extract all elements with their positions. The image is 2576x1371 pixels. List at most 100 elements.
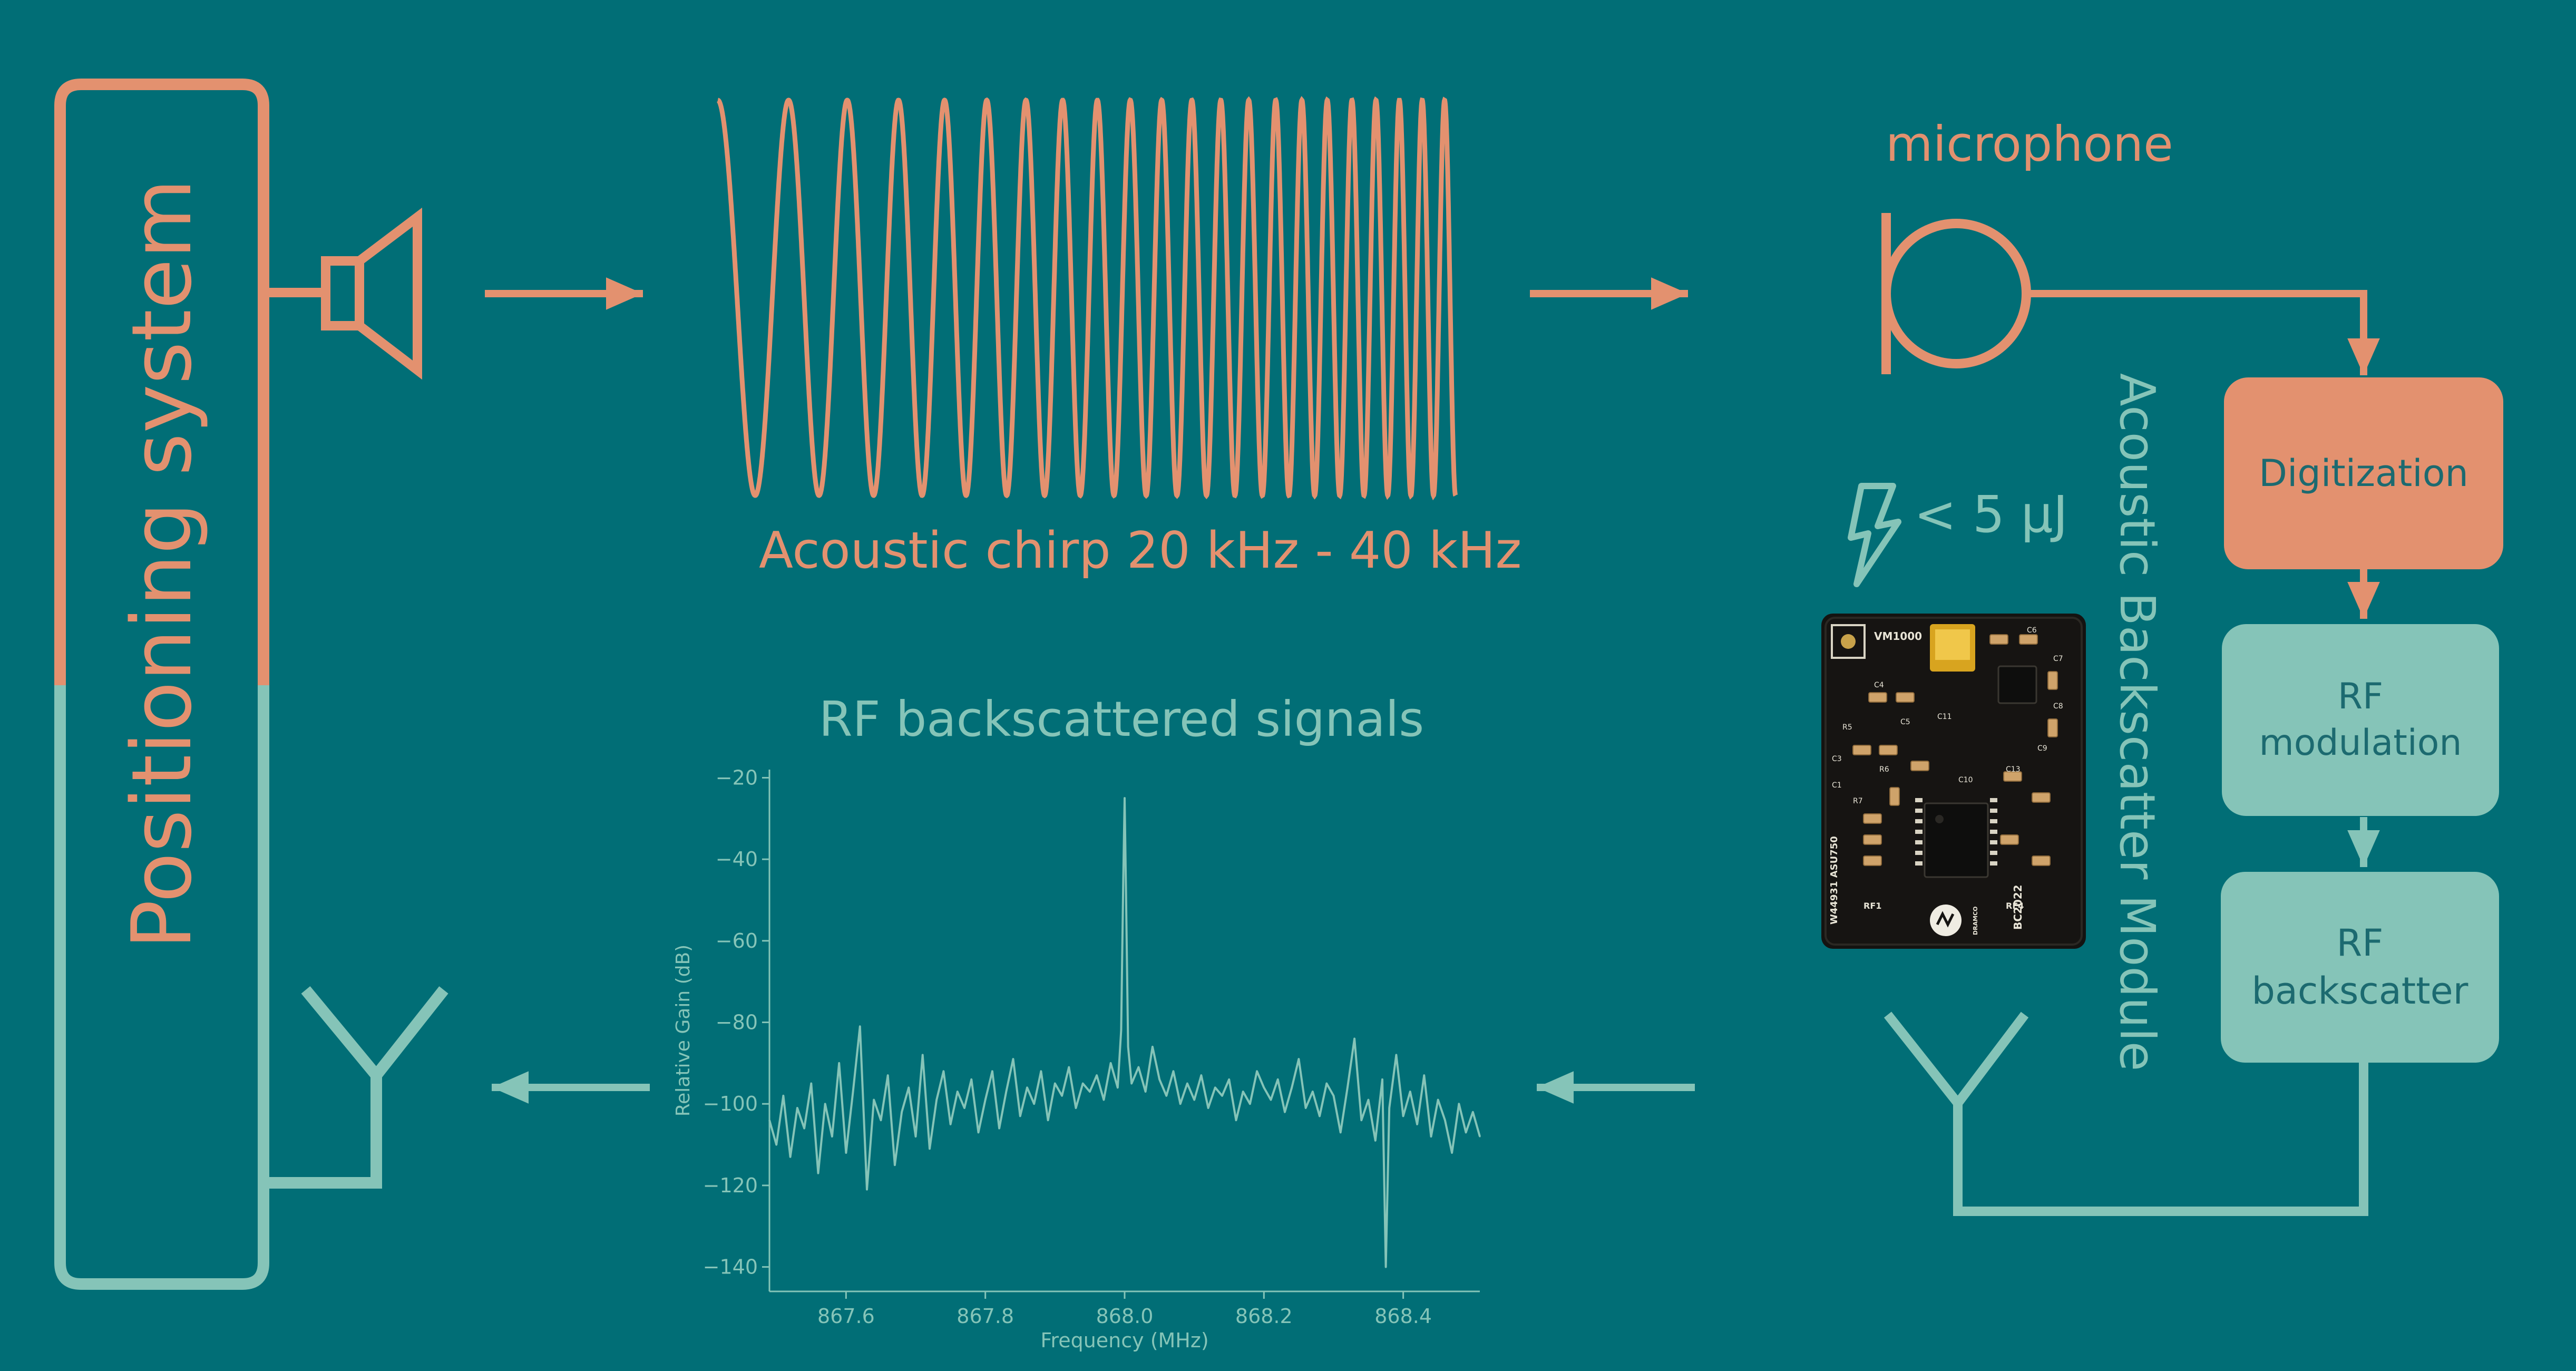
x-tick-label: 868.0 — [1096, 1305, 1154, 1328]
x-tick-label: 868.4 — [1374, 1305, 1432, 1328]
rf-modulation-label-line2: modulation — [2259, 720, 2462, 766]
spectrum-data-point — [804, 1127, 805, 1129]
board-part-label: C9 — [2037, 744, 2047, 753]
spectrum-data-point — [1263, 1087, 1265, 1088]
spectrum-data-point — [1075, 1107, 1077, 1109]
positioning-system-label: Positioning system — [121, 179, 203, 949]
board-part-label: C10 — [1958, 776, 1973, 784]
y-tick-label: −120 — [703, 1174, 758, 1197]
spectrum-data-point — [1277, 1078, 1279, 1080]
y-tick-label: −80 — [716, 1011, 758, 1034]
spectrum-data-point — [929, 1148, 931, 1150]
spectrum-data-point — [831, 1136, 833, 1137]
spectrum-data-point — [894, 1164, 895, 1166]
spectrum-data-point — [1354, 1038, 1355, 1039]
spectrum-data-point — [1127, 1046, 1129, 1047]
spectrum-data-point — [1319, 1115, 1321, 1117]
spectrum-series-line — [769, 798, 1480, 1267]
board-part-label: C11 — [1937, 713, 1952, 721]
spectrum-data-point — [1068, 1066, 1070, 1068]
positioning-antenna-icon — [264, 990, 444, 1183]
spectrum-data-point — [1389, 1107, 1390, 1109]
spectrum-data-point — [1409, 1091, 1411, 1093]
energy-label: < 5 µJ — [1914, 489, 2068, 540]
spectrum-data-point — [1159, 1078, 1160, 1080]
spectrum-data-point — [1333, 1095, 1334, 1096]
module-title: Acoustic Backscatter Module — [2113, 373, 2161, 1071]
board-part-label: C1 — [1832, 781, 1842, 790]
spectrum-data-point — [1179, 1103, 1181, 1105]
spectrum-data-point — [1305, 1107, 1306, 1109]
spectrum-data-point — [1430, 1136, 1432, 1137]
spectrum-data-point — [1096, 1075, 1098, 1076]
spectrum-data-point — [1186, 1083, 1188, 1084]
spectrum-data-point — [901, 1111, 903, 1113]
spectrum-data-point — [1027, 1087, 1028, 1088]
spectrum-data-point — [915, 1136, 916, 1137]
spectrum-data-point — [1340, 1132, 1341, 1133]
y-axis-label: Relative Gain (dB) — [672, 945, 694, 1116]
spectrum-data-point — [1012, 1058, 1014, 1060]
spectrum-data-point — [1047, 1120, 1049, 1121]
spectrum-data-point — [1385, 1266, 1387, 1268]
spectrum-data-point — [1361, 1120, 1362, 1121]
board-part-label: C7 — [2053, 655, 2063, 663]
spectrum-data-point — [845, 1152, 847, 1154]
spectrum-data-point — [789, 1156, 791, 1158]
spectrum-data-point — [978, 1132, 979, 1133]
spectrum-data-point — [1125, 891, 1127, 893]
spectrum-data-point — [1298, 1058, 1300, 1060]
spectrum-data-point — [1368, 1099, 1369, 1101]
board-model-label: VM1000 — [1874, 630, 1922, 643]
spectrum-data-point — [1228, 1078, 1230, 1080]
digitization-block: Digitization — [2224, 377, 2503, 569]
y-tick-label: −60 — [716, 929, 758, 952]
board-part-label: C3 — [1832, 755, 1842, 763]
rf-modulation-label-line1: RF — [2259, 674, 2462, 720]
spectrum-data-point — [1061, 1095, 1063, 1096]
spectrum-data-point — [1374, 1140, 1376, 1141]
spectrum-data-point — [873, 1099, 875, 1101]
spectrum-data-point — [1235, 1120, 1237, 1121]
spectrum-data-point — [1131, 1083, 1133, 1084]
spectrum-data-point — [1326, 1083, 1328, 1084]
spectrum-data-point — [866, 1189, 868, 1190]
spectrum-data-point — [1152, 1046, 1153, 1047]
spectrum-data-point — [887, 1075, 889, 1076]
spectrum-data-point — [811, 1083, 812, 1084]
spectrum-data-point — [1249, 1103, 1251, 1105]
spectrum-data-point — [957, 1091, 958, 1093]
spectrum-data-point — [1214, 1087, 1216, 1088]
spectrum-data-point — [1120, 1030, 1122, 1032]
spectrum-data-point — [1242, 1091, 1244, 1093]
rf-backscatter-label-line1: RF — [2252, 919, 2468, 967]
spectrum-data-point — [1465, 1132, 1467, 1133]
spectrum-data-point — [908, 1087, 910, 1088]
spectrum-data-point — [1006, 1091, 1007, 1093]
spectrum-data-point — [769, 1120, 770, 1121]
spectrum-data-point — [1451, 1152, 1453, 1154]
y-tick-label: −20 — [716, 766, 758, 789]
board-part-label: C13 — [2006, 765, 2021, 774]
digitization-label: Digitization — [2259, 450, 2468, 498]
spectrum-data-point — [1417, 1123, 1418, 1125]
spectrum-data-point — [1173, 1071, 1174, 1072]
board-part-label: C6 — [2027, 626, 2037, 635]
spectrum-data-point — [1222, 1095, 1223, 1096]
spectrum-data-point — [1270, 1099, 1272, 1101]
board-part-label: R5 — [1842, 723, 1852, 732]
mic-to-digitization-line — [2026, 294, 2364, 375]
spectrum-data-point — [817, 1172, 819, 1174]
spectrum-data-point — [838, 1062, 840, 1064]
spectrum-data-point — [1194, 1099, 1195, 1101]
spectrum-data-point — [1166, 1095, 1167, 1096]
spectrum-data-point — [1110, 1062, 1111, 1064]
spectrum-data-point — [1033, 1103, 1035, 1105]
spectrum-data-point — [796, 1107, 798, 1109]
board-logo-label: DRAMCO — [1972, 907, 1979, 935]
spectrum-data-point — [1346, 1087, 1348, 1088]
lightning-icon — [1851, 486, 1898, 584]
x-tick-label: 867.8 — [957, 1305, 1014, 1328]
x-tick-label: 868.2 — [1235, 1305, 1293, 1328]
spectrum-data-point — [1019, 1115, 1021, 1117]
